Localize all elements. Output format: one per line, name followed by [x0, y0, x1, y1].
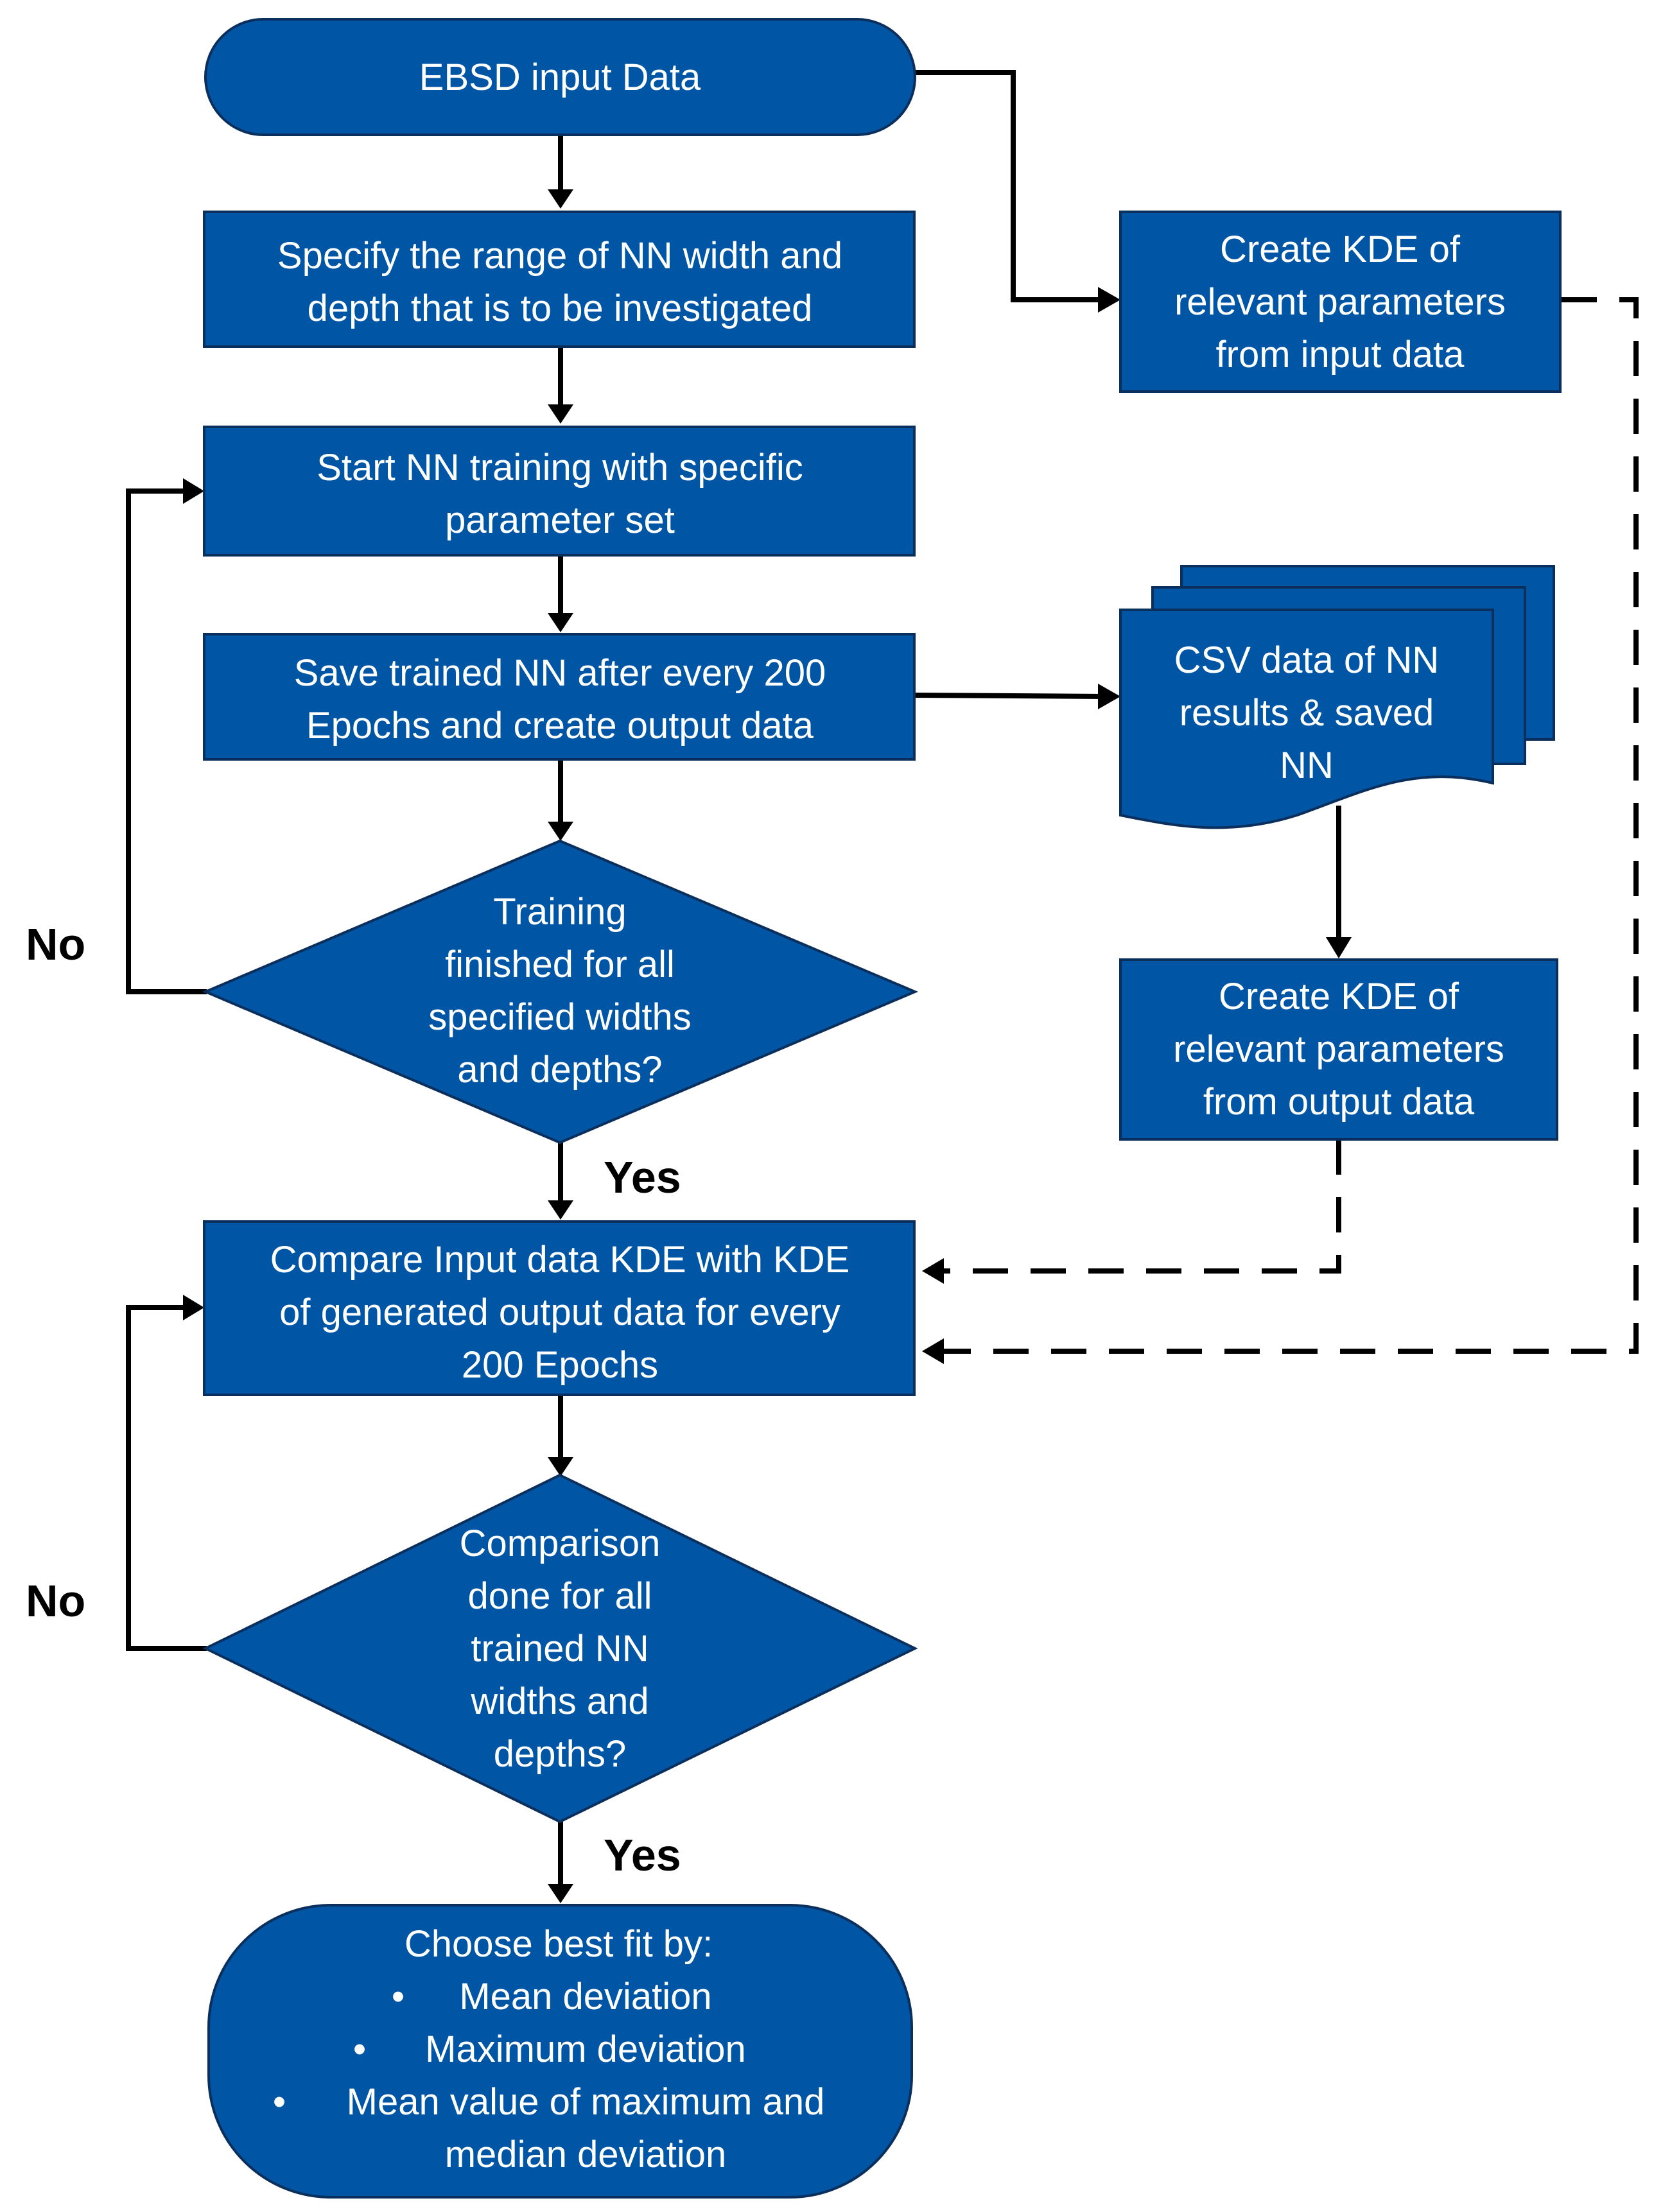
specify-line-1: Specify the range of NN width and [277, 235, 842, 277]
process-shape [203, 1220, 916, 1396]
decision1-line-1: Training [493, 891, 626, 933]
process-shape [203, 211, 916, 348]
node-kde-output: Create KDE of relevant parameters from o… [1119, 958, 1558, 1141]
arrow-decision2-no-loop [126, 1305, 207, 1651]
arrowhead-train-to-save [548, 613, 573, 632]
arrowhead-compare-to-decision2 [548, 1457, 573, 1476]
csv-line-2: results & saved [1180, 692, 1434, 734]
end-bullet-glyph-3: • [273, 2081, 286, 2123]
end-bullet-2: Maximum deviation [425, 2028, 746, 2070]
compare-line-3: 200 Epochs [462, 1344, 658, 1386]
node-decision1: Training finished for all specified widt… [202, 839, 919, 1145]
decision2-line-3: trained NN [471, 1628, 649, 1670]
train-line-1: Start NN training with specific [317, 447, 803, 488]
csv-line-3: NN [1280, 745, 1334, 786]
arrowhead-start-to-specify [548, 189, 573, 209]
save-line-1: Save trained NN after every 200 [294, 652, 826, 694]
connectors [126, 70, 1352, 1903]
node-end: Choose best fit by: • Mean deviation • M… [207, 1904, 913, 2199]
branch-label-yes-2: Yes [604, 1830, 681, 1880]
arrowhead-save-to-csv [1098, 684, 1120, 709]
arrow-start-to-kde-input [914, 70, 1104, 302]
start-label: EBSD input Data [419, 56, 701, 98]
compare-line-2: of generated output data for every [279, 1292, 840, 1333]
branch-label-yes-1: Yes [604, 1152, 681, 1202]
kde-input-line-1: Create KDE of [1220, 229, 1461, 270]
end-heading: Choose best fit by: [405, 1923, 713, 1965]
end-bullet-3: Mean value of maximum and [347, 2081, 825, 2123]
arrowhead-decision1-yes [548, 1200, 573, 1220]
end-continuation: median deviation [445, 2134, 727, 2175]
dashed-kde-input-to-compare [937, 297, 1639, 1354]
end-bullet-1: Mean deviation [459, 1976, 711, 2018]
node-save: Save trained NN after every 200 Epochs a… [203, 633, 916, 761]
decision2-line-2: done for all [468, 1575, 652, 1617]
arrow-save-to-csv [913, 693, 1105, 699]
arrowhead-specify-to-train [548, 404, 573, 424]
end-bullet-glyph-1: • [392, 1976, 405, 2018]
compare-line-1: Compare Input data KDE with KDE [270, 1239, 850, 1281]
node-decision2: Comparison done for all trained NN width… [202, 1473, 918, 1824]
dashed-connectors [922, 297, 1639, 1364]
kde-input-line-3: from input data [1216, 334, 1465, 376]
save-line-2: Epochs and create output data [306, 705, 814, 747]
kde-output-line-1: Create KDE of [1219, 976, 1459, 1017]
decision2-line-4: widths and [470, 1681, 649, 1722]
arrowhead-decision1-no-loop [183, 478, 204, 504]
process-shape [203, 633, 916, 761]
node-csv: CSV data of NN results & saved NN [1119, 565, 1555, 829]
terminator-shape [204, 18, 916, 136]
specify-line-2: depth that is to be investigated [308, 288, 813, 329]
kde-input-line-2: relevant parameters [1174, 281, 1506, 323]
arrow-decision1-no-loop [126, 488, 207, 994]
node-start: EBSD input Data [204, 18, 916, 136]
arrowhead-kde-input-to-compare [922, 1338, 944, 1364]
end-bullet-glyph-2: • [353, 2028, 366, 2070]
arrowhead-start-to-kde-input [1098, 287, 1120, 313]
node-specify: Specify the range of NN width and depth … [203, 211, 916, 348]
node-kde-input: Create KDE of relevant parameters from i… [1119, 211, 1562, 393]
kde-output-line-2: relevant parameters [1173, 1028, 1504, 1070]
process-shape [1119, 958, 1558, 1141]
arrowhead-csv-to-kde-output [1326, 937, 1352, 958]
train-line-2: parameter set [445, 499, 675, 541]
arrowhead-decision2-no-loop [183, 1295, 204, 1320]
decision2-line-5: depths? [494, 1733, 626, 1775]
process-shape [1119, 211, 1562, 393]
kde-output-line-3: from output data [1203, 1081, 1475, 1123]
decision2-line-1: Comparison [460, 1523, 661, 1564]
arrowhead-kde-output-to-compare [922, 1258, 944, 1284]
branch-label-no-2: No [26, 1576, 85, 1626]
dashed-kde-output-to-compare [937, 1139, 1341, 1274]
arrowhead-save-to-decision1 [548, 822, 573, 841]
branch-labels: No Yes No Yes [26, 919, 681, 1880]
document-front-shape [1119, 609, 1494, 829]
decision-shape [202, 839, 919, 1145]
arrowhead-decision2-yes [548, 1884, 573, 1903]
decision1-line-3: specified widths [428, 996, 691, 1038]
decision-shape [202, 1473, 918, 1824]
decision1-line-4: and depths? [457, 1049, 662, 1091]
node-compare: Compare Input data KDE with KDE of gener… [203, 1220, 916, 1396]
process-shape [203, 426, 916, 557]
terminator-shape [207, 1904, 913, 2199]
decision1-line-2: finished for all [445, 944, 675, 985]
branch-label-no-1: No [26, 919, 85, 969]
csv-line-1: CSV data of NN [1174, 639, 1440, 681]
node-train: Start NN training with specific paramete… [203, 426, 916, 557]
